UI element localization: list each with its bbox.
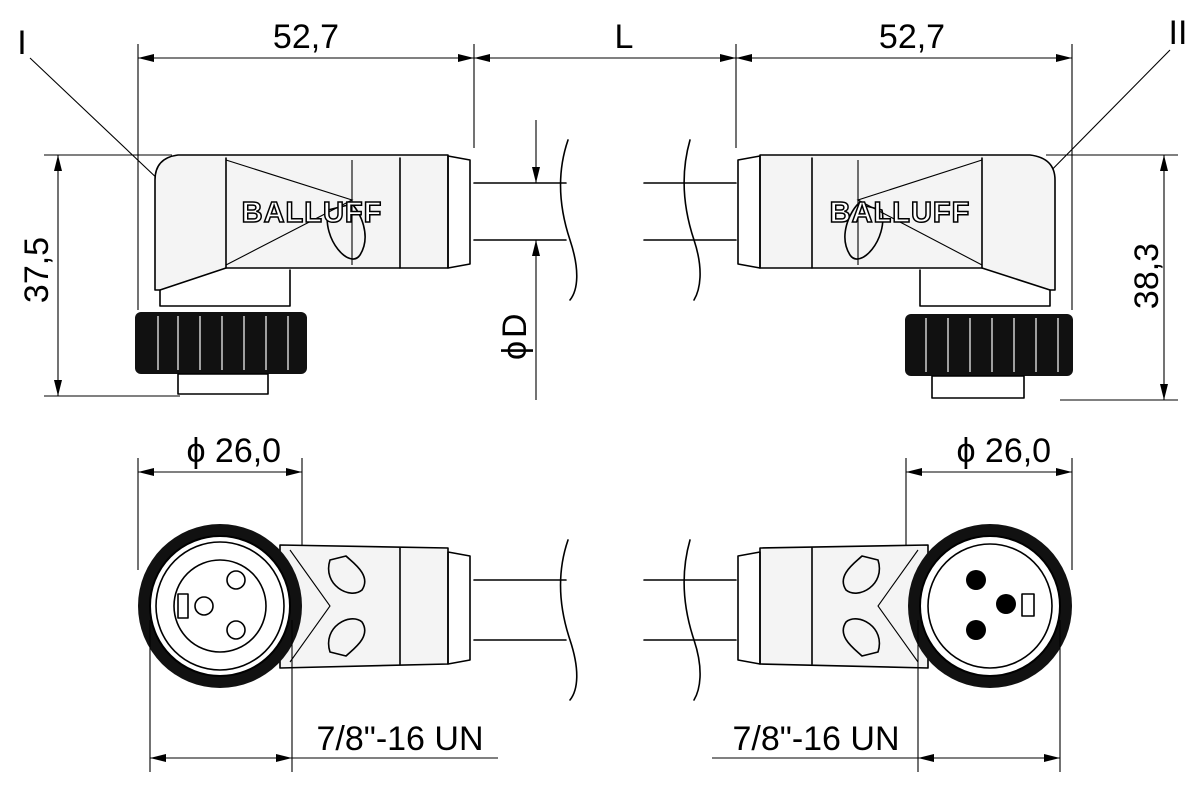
dim-right-diameter: 26,0 [985,432,1051,470]
label-connector-one: I [17,24,26,62]
dim-cable-length: L [615,18,634,56]
right-thread-dimension [712,620,1061,772]
connector-one-front-view [138,524,578,701]
dim-left-height: 37,5 [18,237,56,303]
left-thread-dimension [149,620,498,772]
label-connector-two: II [1169,14,1188,52]
dim-left-width: 52,7 [273,18,339,56]
connector-two-front-view [643,524,1072,701]
dim-right-thread: 7/8"-16 UN [732,720,899,758]
dim-right-diameter-symbol: ϕ [956,432,975,470]
dim-right-width: 52,7 [879,18,945,56]
top-dimension-lines [137,44,1073,310]
right-height-dimension [1046,154,1178,401]
logo-right: BALLUFF [830,197,971,229]
left-height-dimension [44,154,180,397]
dim-left-diameter-symbol: ϕ [186,432,205,470]
dim-left-diameter: 26,0 [215,432,281,470]
dim-cable-diameter-symbol: ϕ [496,341,534,360]
connector-one-side-view [135,139,578,395]
dim-left-thread: 7/8"-16 UN [316,720,483,758]
connector-two-side-view [643,139,1073,399]
dim-cable-diameter-letter: D [496,313,534,338]
dim-right-height: 38,3 [1128,243,1166,309]
logo-left: BALLUFF [242,197,383,229]
